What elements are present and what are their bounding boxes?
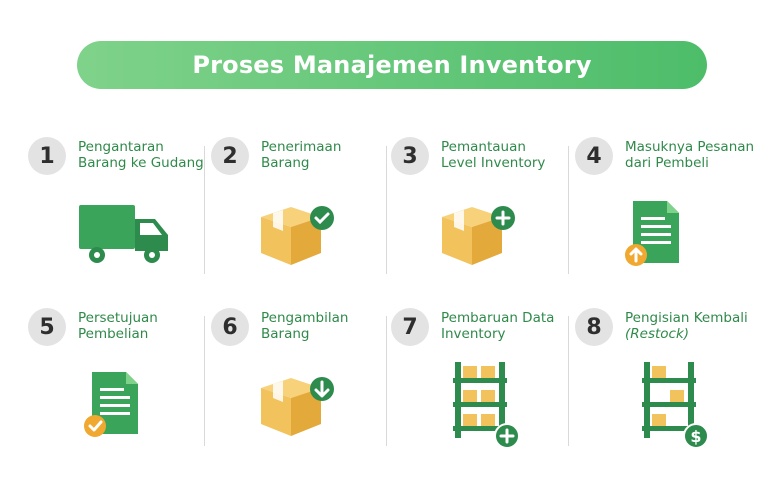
step-1: 1 Pengantaran Barang ke Gudang bbox=[28, 137, 206, 287]
step-label: Pemantauan Level Inventory bbox=[441, 139, 546, 171]
step-6: 6 Pengambilan Barang bbox=[211, 308, 389, 458]
page-title: Proses Manajemen Inventory bbox=[192, 51, 592, 79]
step-label: Pengantaran Barang ke Gudang bbox=[78, 139, 204, 171]
document-approved-icon bbox=[84, 372, 138, 437]
step-7: 7 Pembaruan Data Inventory bbox=[391, 308, 569, 458]
divider bbox=[386, 316, 387, 446]
step-number: 8 bbox=[575, 308, 613, 346]
shelf-plus-icon bbox=[453, 362, 520, 449]
step-number: 1 bbox=[28, 137, 66, 175]
step-label: Penerimaan Barang bbox=[261, 139, 342, 171]
shelf-dollar-icon: $ bbox=[642, 362, 709, 449]
divider bbox=[204, 316, 205, 446]
step-5: 5 Persetujuan Pembelian bbox=[28, 308, 206, 458]
step-label: Pengambilan Barang bbox=[261, 310, 349, 342]
box-plus-icon bbox=[442, 206, 515, 265]
box-download-icon bbox=[261, 377, 334, 436]
title-banner: Proses Manajemen Inventory bbox=[77, 41, 707, 89]
step-label: Pengisian Kembali (Restock) bbox=[625, 310, 748, 342]
divider bbox=[568, 316, 569, 446]
step-8: 8 Pengisian Kembali (Restock) $ bbox=[575, 308, 753, 458]
divider bbox=[204, 146, 205, 274]
svg-text:$: $ bbox=[690, 427, 701, 446]
truck-icon bbox=[79, 205, 168, 263]
box-check-icon bbox=[261, 206, 334, 265]
step-number: 3 bbox=[391, 137, 429, 175]
step-number: 4 bbox=[575, 137, 613, 175]
step-label: Masuknya Pesanan dari Pembeli bbox=[625, 139, 755, 171]
step-4: 4 Masuknya Pesanan dari Pembeli bbox=[575, 137, 755, 287]
divider bbox=[568, 146, 569, 274]
step-2: 2 Penerimaan Barang bbox=[211, 137, 389, 287]
step-3: 3 Pemantauan Level Inventory bbox=[391, 137, 569, 287]
step-number: 7 bbox=[391, 308, 429, 346]
document-upload-icon bbox=[625, 201, 679, 266]
step-label: Pembaruan Data Inventory bbox=[441, 310, 555, 342]
step-number: 2 bbox=[211, 137, 249, 175]
divider bbox=[386, 146, 387, 274]
step-label: Persetujuan Pembelian bbox=[78, 310, 158, 342]
step-number: 5 bbox=[28, 308, 66, 346]
step-number: 6 bbox=[211, 308, 249, 346]
